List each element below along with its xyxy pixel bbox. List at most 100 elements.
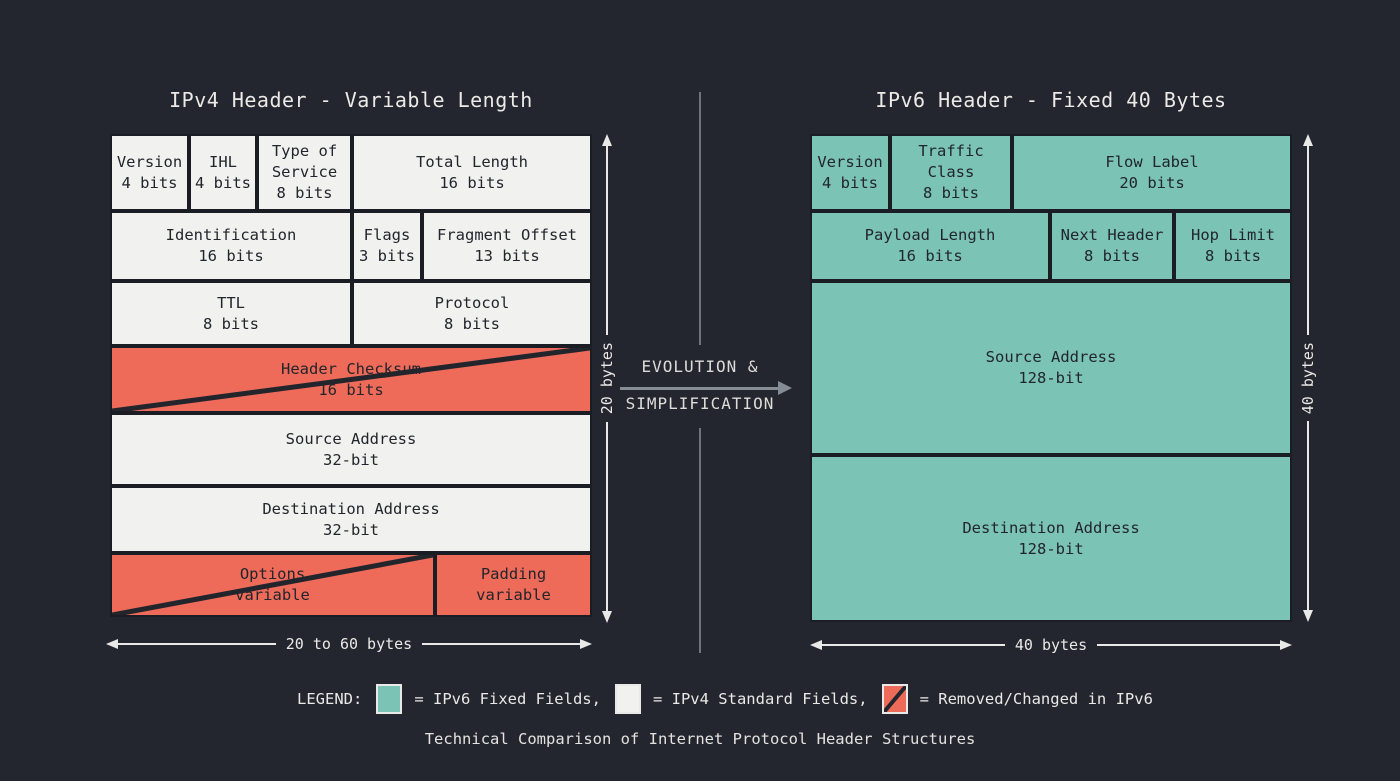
ipv4-field-flags: Flags 3 bits [352, 211, 422, 281]
field-size: 8 bits [1084, 247, 1140, 265]
field-label: Total Length [416, 152, 528, 171]
caption: Technical Comparison of Internet Protoco… [424, 730, 976, 748]
ipv6-field-hop-limit: Hop Limit 8 bits [1174, 211, 1292, 281]
ipv6-height-arrow: 40 bytes [1299, 134, 1317, 622]
ipv4-field-identification: Identification 16 bits [110, 211, 352, 281]
strikethrough-line [884, 686, 906, 712]
field-size: 16 bits [198, 247, 264, 265]
ipv4-row-2: Identification 16 bits Flags 3 bits Frag… [110, 211, 592, 281]
ipv6-field-source-address: Source Address 128-bit [810, 281, 1292, 455]
legend-item-text: = Removed/Changed in IPv6 [919, 690, 1153, 708]
field-size: 3 bits [359, 247, 415, 265]
field-label: Version [116, 152, 183, 171]
field-size: 8 bits [276, 184, 333, 202]
ipv4-width-label: 20 to 60 bytes [285, 635, 413, 653]
ipv4-width-arrow: 20 to 60 bytes [106, 634, 592, 654]
field-label: Fragment Offset [437, 226, 577, 244]
legend-swatch-ipv4-standard [614, 684, 641, 714]
ipv4-row-1: Version 4 bits IHL 4 bits Type of Servic… [110, 134, 592, 211]
field-label: Version [817, 152, 883, 171]
field-label: Source Address [985, 348, 1117, 366]
legend-swatch-ipv6-fixed [376, 684, 403, 714]
field-label: Payload Length [864, 226, 996, 244]
ipv4-field-padding: Padding variable [435, 553, 592, 617]
ipv6-row-3: Source Address 128-bit [810, 281, 1292, 455]
field-label: Source Address [285, 429, 417, 448]
field-label: TTL [217, 293, 245, 312]
ipv4-field-fragment-offset: Fragment Offset 13 bits [422, 211, 592, 281]
ipv6-field-payload-length: Payload Length 16 bits [810, 211, 1050, 281]
center-divider-bottom [699, 428, 701, 653]
arrow-up-icon [1303, 134, 1313, 146]
center-divider-top [699, 92, 701, 345]
ipv6-field-next-header: Next Header 8 bits [1050, 211, 1174, 281]
field-size: 4 bits [195, 173, 251, 192]
arrow-left-icon [810, 640, 822, 650]
field-size: 13 bits [474, 247, 540, 265]
field-label: Next Header [1060, 226, 1164, 244]
evolution-arrow [620, 381, 792, 395]
ipv4-height-arrow: 20 bytes [598, 134, 616, 623]
field-label: IHL [209, 152, 237, 171]
field-size: 16 bits [897, 247, 963, 265]
legend-item-text: = IPv4 Standard Fields, [652, 690, 868, 708]
legend-item-text: = IPv6 Fixed Fields, [414, 690, 601, 708]
evolution-text-line2: SIMPLIFICATION [625, 394, 775, 413]
ipv6-field-version: Version 4 bits [810, 134, 890, 211]
field-size: 128-bit [1018, 369, 1084, 387]
field-label: Destination Address [262, 499, 440, 518]
field-label: Flow Label [1105, 152, 1199, 171]
field-size: 8 bits [923, 184, 979, 202]
field-label: Type of Service [271, 142, 338, 181]
field-size: 20 bits [1119, 173, 1185, 192]
ipv6-header-table: Version 4 bits Traffic Class 8 bits Flow… [810, 134, 1292, 622]
ipv4-header-table: Version 4 bits IHL 4 bits Type of Servic… [110, 134, 592, 617]
arrow-up-icon [602, 134, 612, 146]
legend-swatch-removed-changed [881, 684, 908, 714]
field-label: Options [239, 565, 306, 583]
ipv6-row-2: Payload Length 16 bits Next Header 8 bit… [810, 211, 1292, 281]
ipv4-row-7: Options variable Padding variable [110, 553, 592, 617]
arrow-down-icon [1303, 610, 1313, 622]
ipv4-row-5: Source Address 32-bit [110, 413, 592, 486]
arrow-right-icon [1280, 640, 1292, 650]
field-label: Hop Limit [1191, 226, 1275, 244]
field-label: Protocol [434, 293, 510, 312]
field-size: 8 bits [203, 314, 259, 333]
ipv4-row-6: Destination Address 32-bit [110, 486, 592, 553]
field-label: Flags [363, 226, 411, 244]
field-size: 8 bits [1205, 247, 1261, 265]
field-size: 32-bit [323, 520, 379, 539]
field-label: Header Checksum [281, 359, 421, 378]
field-size: 16 bits [318, 380, 384, 399]
ipv6-width-arrow: 40 bytes [810, 635, 1292, 655]
field-size: 4 bits [121, 173, 178, 192]
ipv4-panel-title: IPv4 Header - Variable Length [169, 88, 533, 112]
ipv4-field-protocol: Protocol 8 bits [352, 281, 592, 346]
ipv4-row-4: Header Checksum 16 bits [110, 346, 592, 413]
ipv4-field-destination-address: Destination Address 32-bit [110, 486, 592, 553]
arrow-right-icon [580, 639, 592, 649]
field-size: variable [235, 586, 310, 604]
ipv6-row-4: Destination Address 128-bit [810, 455, 1292, 622]
arrow-left-icon [106, 639, 118, 649]
field-label: Traffic Class [918, 142, 984, 181]
ipv4-field-options: Options variable [110, 553, 435, 617]
field-size: 8 bits [444, 314, 500, 333]
ipv6-row-1: Version 4 bits Traffic Class 8 bits Flow… [810, 134, 1292, 211]
ipv6-field-destination-address: Destination Address 128-bit [810, 455, 1292, 622]
evolution-text-line1: EVOLUTION & [641, 357, 759, 376]
field-label: Identification [165, 226, 297, 244]
ipv4-field-header-checksum: Header Checksum 16 bits [110, 346, 592, 413]
field-size: 32-bit [323, 450, 379, 469]
ipv4-field-type-of-service: Type of Service 8 bits [257, 134, 352, 211]
ipv4-row-3: TTL 8 bits Protocol 8 bits [110, 281, 592, 346]
field-label: Padding [480, 565, 547, 583]
ipv6-height-label: 40 bytes [1299, 341, 1317, 415]
arrow-down-icon [602, 611, 612, 623]
field-size: 4 bits [822, 173, 878, 192]
ipv6-field-traffic-class: Traffic Class 8 bits [890, 134, 1012, 211]
field-label: Destination Address [962, 518, 1140, 537]
arrow-right-icon [778, 381, 792, 395]
